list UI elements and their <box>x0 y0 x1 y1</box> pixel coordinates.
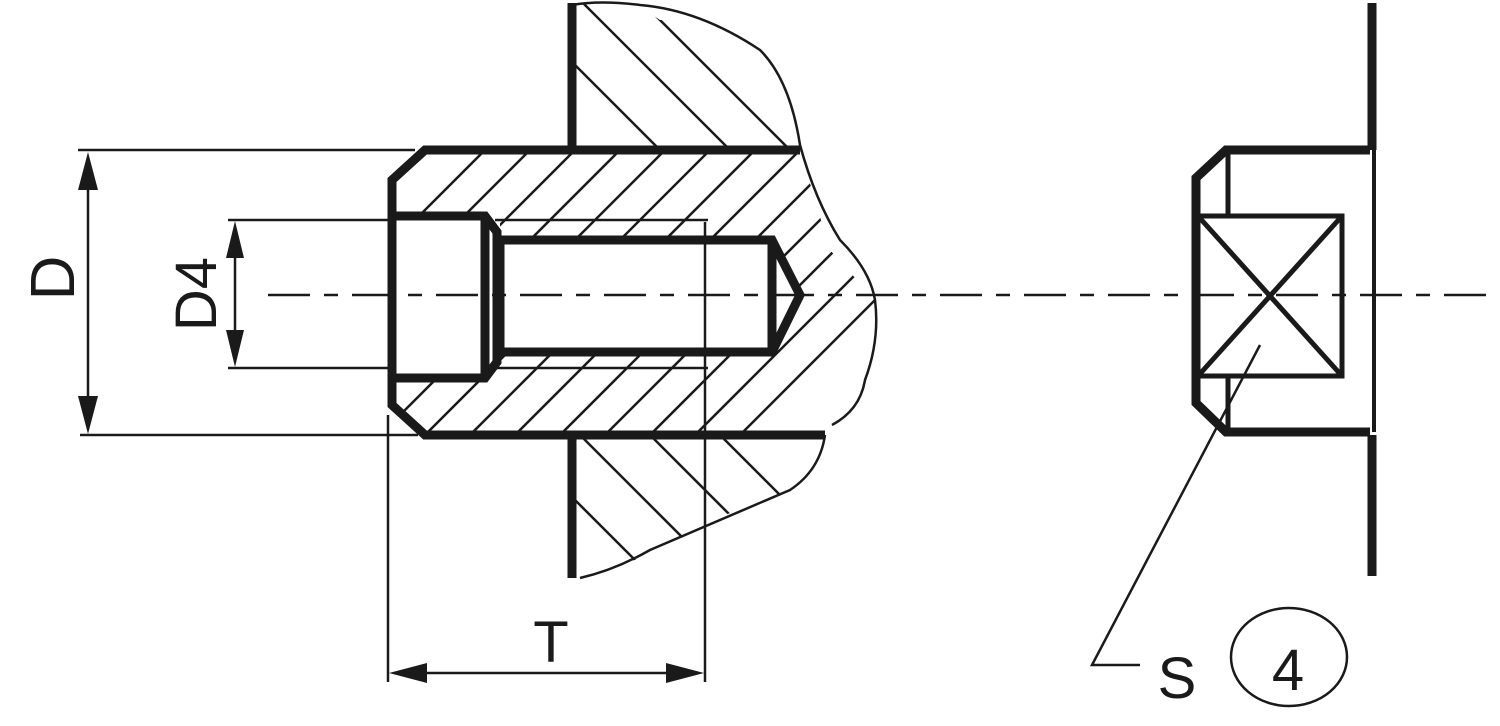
insert-outline <box>387 145 825 440</box>
dim-d-arrow-bottom <box>78 396 98 434</box>
leader-line-s <box>1089 344 1262 667</box>
label-t: T <box>533 610 568 675</box>
socket-diagonal-2 <box>1196 214 1344 378</box>
callout-circle <box>1229 606 1349 708</box>
socket-square <box>1195 213 1345 379</box>
plate-hatching-top <box>572 3 791 150</box>
plate-break-line-bottom <box>579 434 827 580</box>
dim-t-arrow-left <box>389 663 427 683</box>
label-d: D <box>19 256 88 301</box>
dim-d4-arrow-top <box>226 221 244 258</box>
bore-outline <box>495 235 806 357</box>
dim-d4-arrow-bottom <box>226 330 244 367</box>
insert-hatching <box>390 150 875 435</box>
callout-number: 4 <box>1272 638 1304 703</box>
label-d4: D4 <box>164 257 229 331</box>
plate-hatching-bottom <box>572 435 825 576</box>
plate-break-line-top <box>571 1 878 427</box>
dim-d-arrow-top <box>78 152 98 190</box>
dim-t-arrow-right <box>666 663 704 683</box>
label-s: S <box>1158 646 1197 711</box>
